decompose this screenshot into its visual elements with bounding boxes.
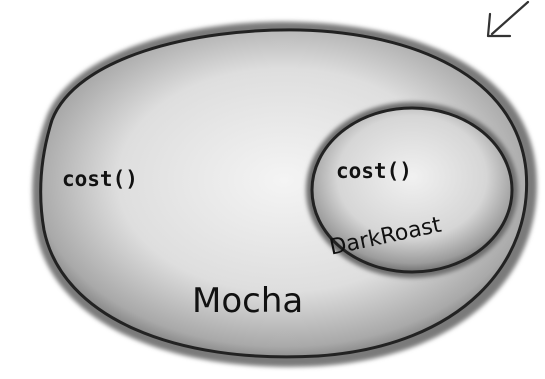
mocha-name-label: Mocha [192, 281, 303, 321]
arrow-down-left-icon [486, 0, 530, 38]
darkroast-component-shape [306, 102, 518, 278]
mocha-cost-method-label: cost() [62, 167, 138, 191]
darkroast-cost-method-label: cost() [336, 159, 412, 183]
